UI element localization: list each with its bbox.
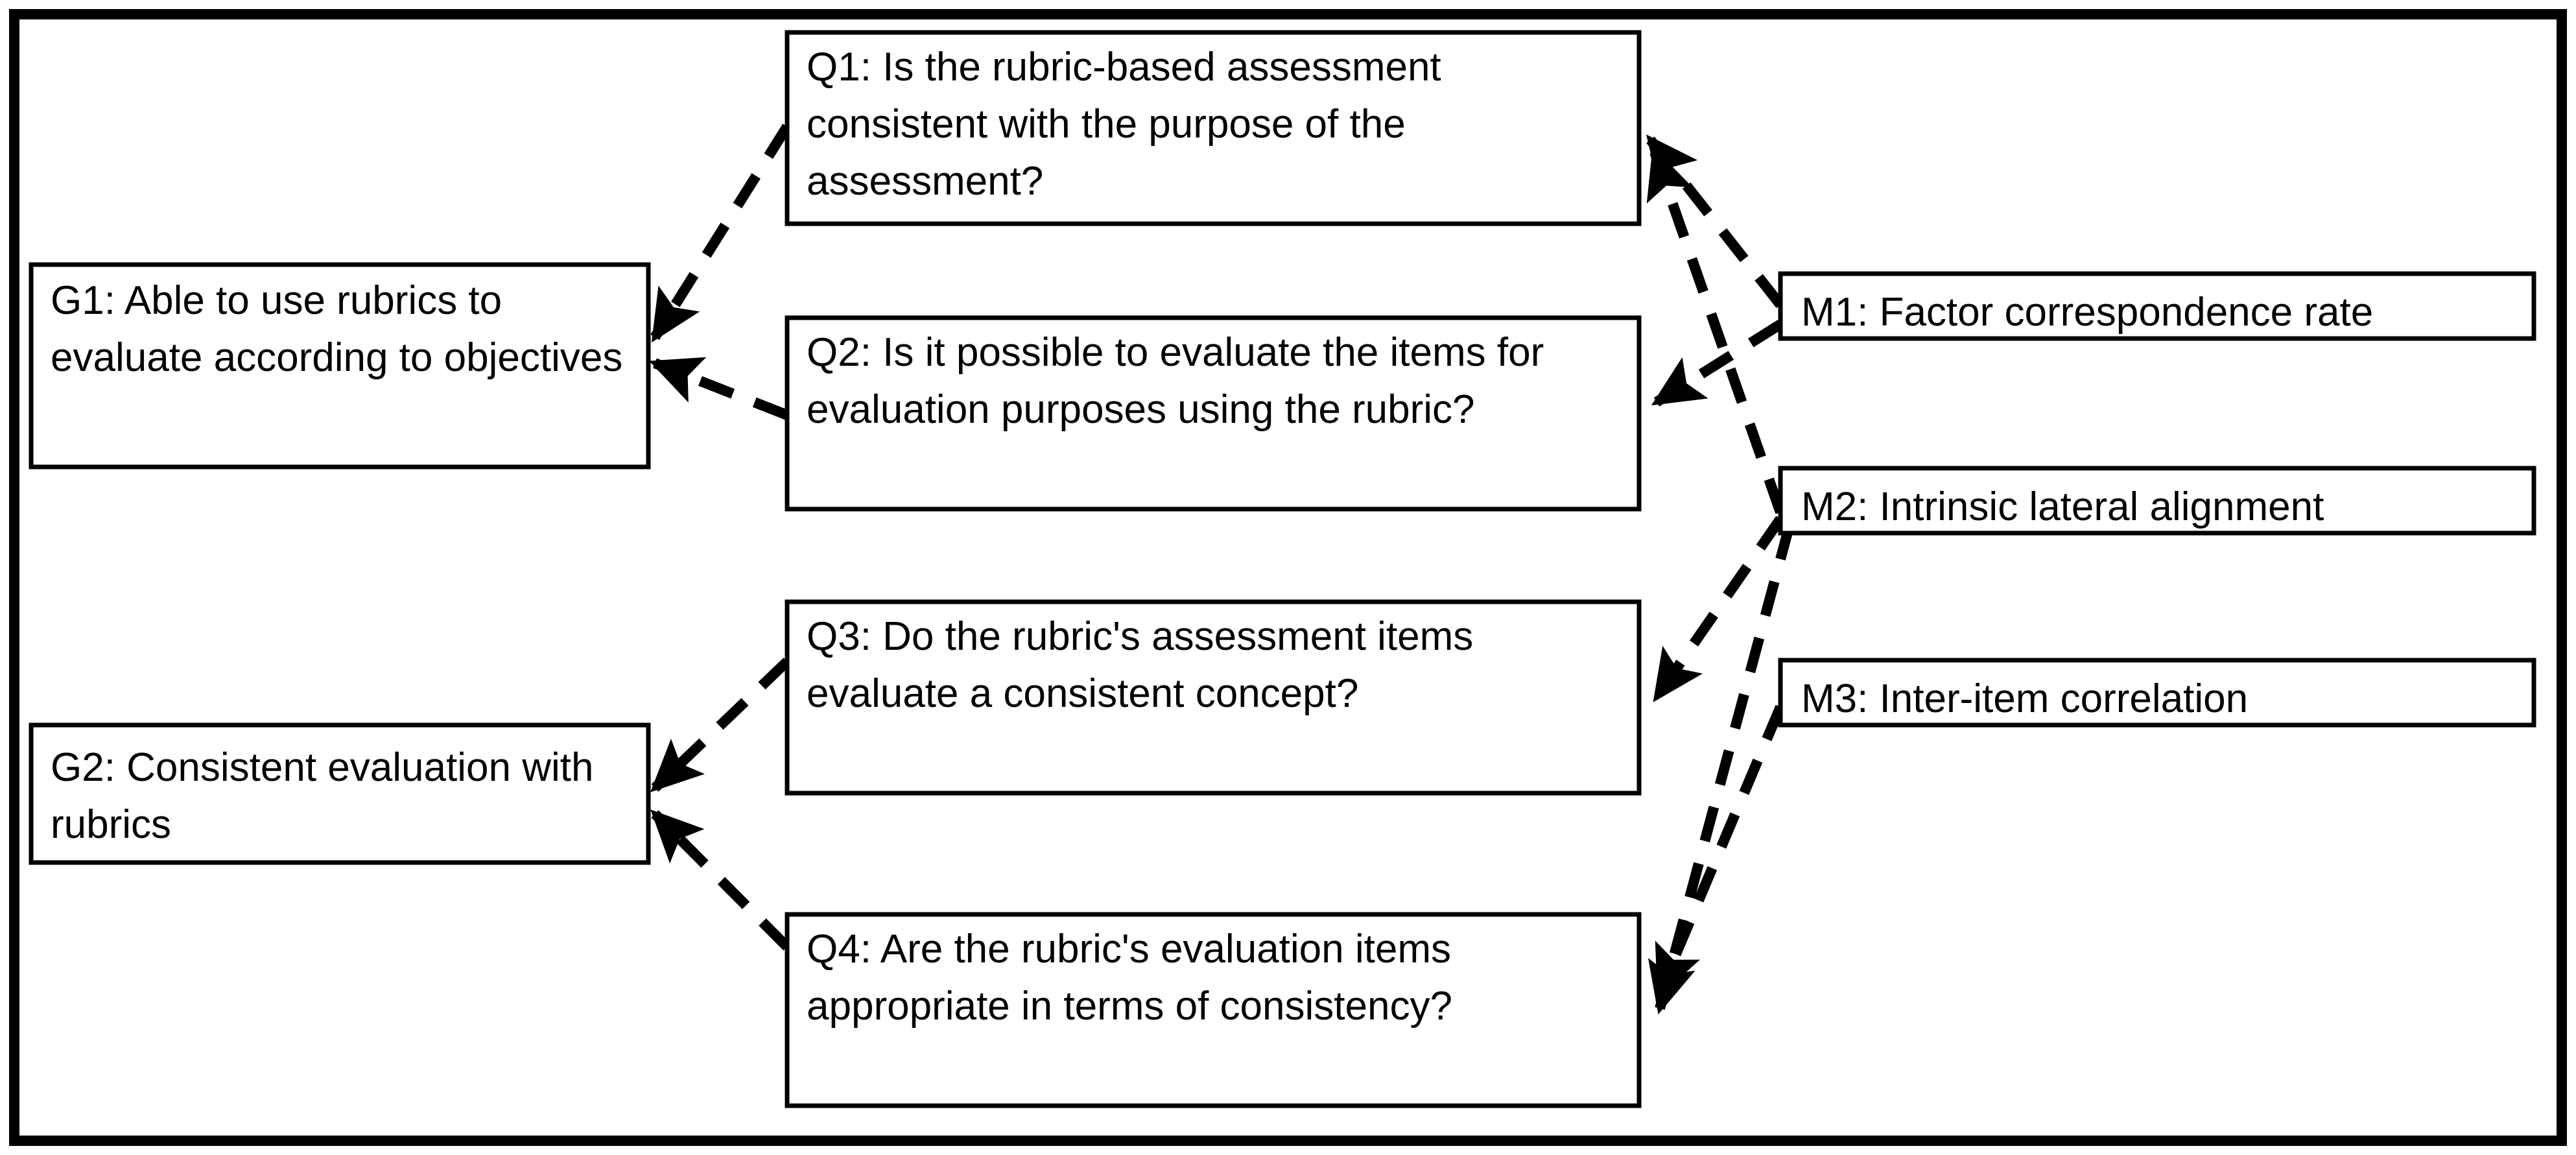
diagram-outer-frame <box>9 9 2567 1146</box>
goal-box-g1[interactable] <box>29 262 651 470</box>
question-box-q3[interactable] <box>785 599 1642 796</box>
question-box-q4[interactable] <box>785 912 1642 1108</box>
question-box-q1[interactable] <box>785 30 1642 226</box>
edge-m2-to-q3 <box>1652 516 1785 702</box>
edge-q4-to-g2 <box>650 809 791 951</box>
metric-box-m1[interactable] <box>1778 271 2536 341</box>
goal-box-g2[interactable] <box>29 722 651 865</box>
edge-m2-to-q1 <box>1646 146 1786 514</box>
metric-box-m2[interactable] <box>1778 466 2536 536</box>
edge-m1-to-q2 <box>1651 320 1784 407</box>
edge-q3-to-g2 <box>650 658 791 792</box>
edge-q1-to-g1 <box>650 123 792 343</box>
edge-m3-to-q4 <box>1655 704 1786 998</box>
question-box-q2[interactable] <box>785 315 1642 512</box>
metric-box-m3[interactable] <box>1778 658 2536 728</box>
edge-m1-to-q1 <box>1646 134 1785 308</box>
edge-q2-to-g1 <box>649 357 789 420</box>
